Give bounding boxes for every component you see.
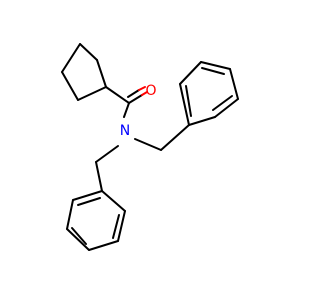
bond-benzene-right-inner-2 bbox=[201, 67, 225, 75]
bond-ring-c3-c4 bbox=[96, 59, 107, 88]
bond-n-to-ch2-right bbox=[134, 138, 162, 151]
bond-benzene-lower-4 bbox=[66, 228, 90, 251]
bond-ring-c5-c1 bbox=[61, 71, 79, 101]
molecule-structure: O N bbox=[61, 43, 239, 251]
bond-ring-to-carbonyl bbox=[105, 86, 130, 104]
bond-benzene-lower-6 bbox=[72, 190, 103, 201]
bond-benzene-lower-3 bbox=[88, 240, 119, 251]
n-benzyl-bonds bbox=[95, 124, 190, 192]
bond-carbonyl-to-n bbox=[123, 102, 130, 118]
bond-benzene-lower-inner-3 bbox=[77, 197, 101, 206]
bond-ch2-lower-to-ring bbox=[95, 161, 103, 192]
bond-ring-c1-c2 bbox=[61, 43, 81, 73]
bond-carbonyl-double-inner bbox=[127, 89, 140, 98]
bond-benzene-right-3 bbox=[229, 68, 239, 100]
bond-benzene-lower-inner-1 bbox=[112, 214, 120, 239]
nitrogen-atom-label: N bbox=[120, 123, 130, 139]
bond-benzene-lower-5 bbox=[66, 199, 74, 230]
bond-carbonyl-double-outer-o bbox=[141, 91, 148, 96]
cyclopentane-ring bbox=[61, 43, 107, 101]
bond-benzene-lower-1 bbox=[101, 190, 126, 212]
bond-carbonyl-double-outer bbox=[128, 94, 143, 104]
benzene-ring-right bbox=[179, 61, 239, 126]
bond-benzene-right-4 bbox=[200, 61, 231, 70]
benzene-ring-lower bbox=[66, 190, 126, 251]
bond-benzene-right-6 bbox=[179, 83, 190, 126]
bond-ring-c2-c3 bbox=[79, 43, 98, 61]
bond-n-to-ch2-lower bbox=[95, 145, 119, 163]
bond-ring-c4-c5 bbox=[77, 86, 107, 101]
bond-benzene-lower-2 bbox=[117, 210, 126, 242]
bond-benzene-right-2 bbox=[214, 98, 239, 118]
bond-carbonyl-double-inner-o bbox=[138, 86, 146, 91]
bond-benzene-right-1 bbox=[188, 116, 216, 126]
amide-group bbox=[105, 86, 148, 118]
bond-benzene-lower-inner-2 bbox=[71, 227, 87, 245]
bond-benzene-right-inner-1 bbox=[212, 95, 233, 111]
bond-benzene-right-inner-3 bbox=[185, 85, 192, 117]
bond-ch2-right-to-ring bbox=[160, 124, 190, 151]
oxygen-atom-label: O bbox=[145, 83, 156, 99]
bond-benzene-right-5 bbox=[179, 61, 202, 85]
